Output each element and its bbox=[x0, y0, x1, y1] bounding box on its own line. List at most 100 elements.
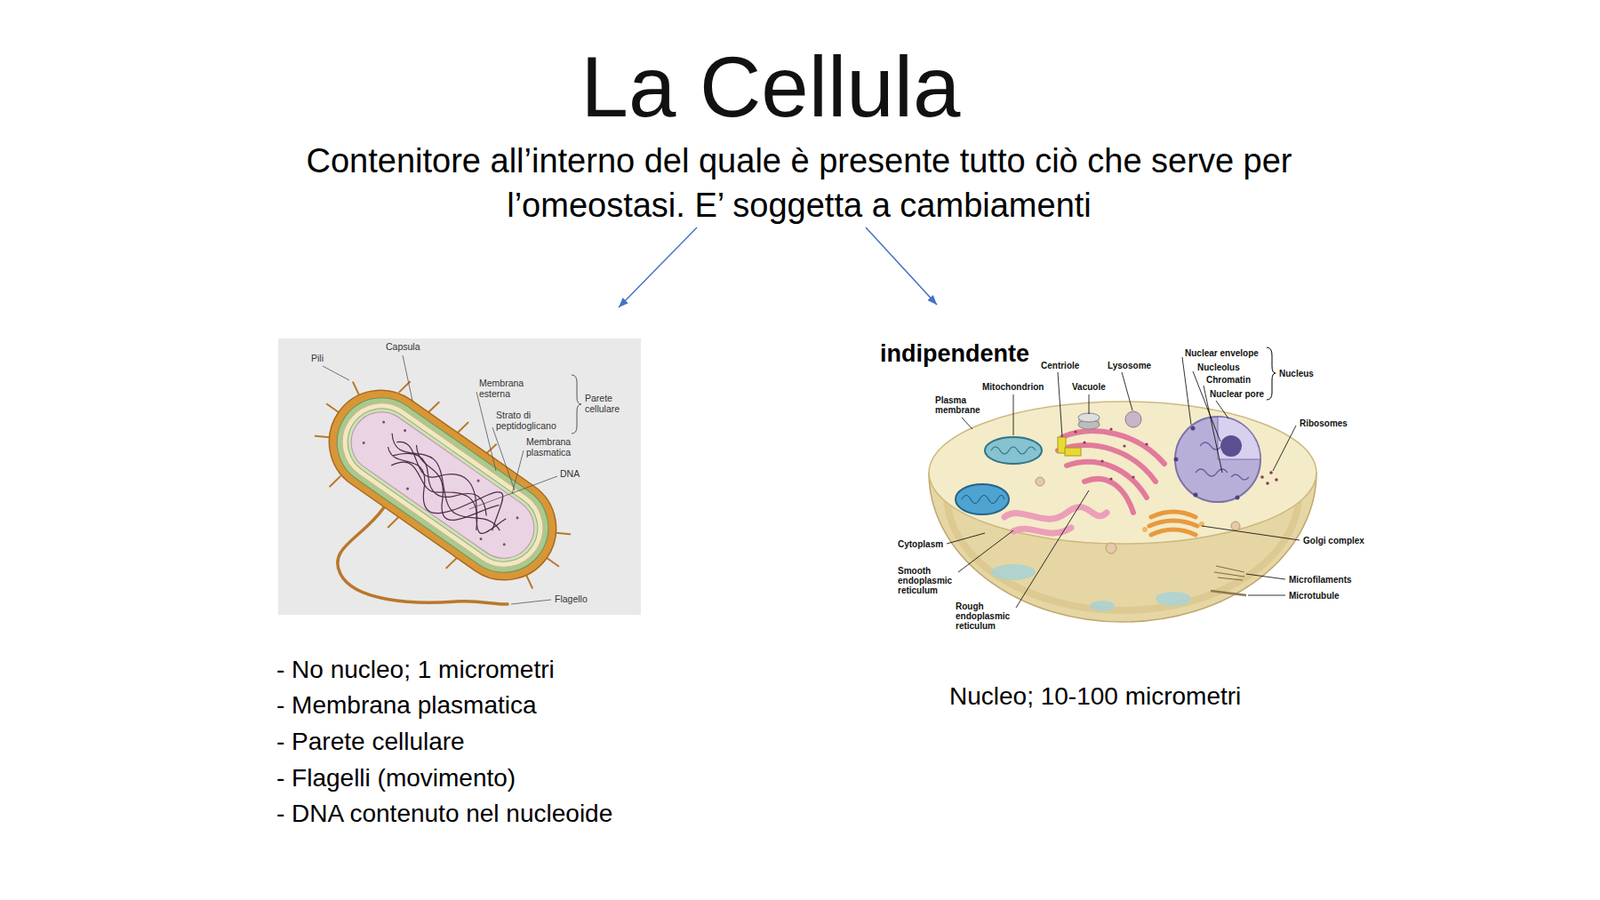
pilus bbox=[446, 556, 457, 570]
leader-line bbox=[1057, 372, 1063, 438]
subtitle-box: Contenitore all’interno del quale è pres… bbox=[248, 138, 1351, 228]
dna-strand bbox=[392, 445, 501, 540]
pilus bbox=[555, 527, 570, 541]
lysosome-shape bbox=[1125, 411, 1142, 428]
part-label: Parete cellulare bbox=[584, 393, 632, 416]
ribosome-dot bbox=[402, 428, 407, 432]
leader-line bbox=[961, 417, 973, 430]
leader-line bbox=[1013, 394, 1015, 436]
image-panel bbox=[278, 338, 641, 616]
dna-strand bbox=[389, 442, 494, 525]
leader-line bbox=[402, 355, 413, 401]
leader-line bbox=[1216, 400, 1229, 419]
ribosome-dot bbox=[382, 420, 386, 424]
eukaryote-panel: indipendenteCentrioleLysosomeNuclear env… bbox=[880, 304, 1378, 642]
mitochondrion-shape bbox=[955, 484, 1009, 515]
part-label: Nuclear envelope bbox=[1184, 348, 1259, 359]
ribosome-dot bbox=[1109, 427, 1112, 431]
leader-line bbox=[946, 357, 1300, 608]
leader-line bbox=[1203, 385, 1223, 473]
dna-strand bbox=[368, 422, 519, 552]
centriole-shape bbox=[1057, 437, 1081, 456]
vesicle-shape bbox=[1035, 477, 1240, 554]
leader-line bbox=[1272, 425, 1296, 472]
ribosome-dot bbox=[1131, 475, 1135, 479]
part-label: Strato di peptidoglicano bbox=[496, 410, 569, 432]
pilus bbox=[349, 382, 364, 396]
mitochondrion-shape bbox=[984, 437, 1042, 464]
pilus bbox=[327, 404, 339, 413]
bracket bbox=[1266, 347, 1276, 400]
capsule-layer bbox=[309, 369, 577, 600]
nucleus-shape bbox=[1175, 416, 1261, 503]
leader-line bbox=[1121, 372, 1133, 411]
dna-strand bbox=[375, 431, 512, 541]
cytoplasm-patch bbox=[991, 564, 1036, 581]
bullet-item: - DNA contenuto nel nucleoide bbox=[276, 799, 613, 830]
rough-er bbox=[1084, 479, 1134, 513]
part-label: Nucleolus bbox=[1197, 362, 1240, 373]
cytoplasm-patch bbox=[991, 564, 1192, 612]
microtubule-shape bbox=[1210, 591, 1247, 596]
slide-title: La Cellula bbox=[415, 44, 1127, 130]
golgi-complex-shape bbox=[1149, 520, 1198, 527]
smooth-er bbox=[1004, 507, 1107, 520]
vesicle-shape bbox=[1105, 543, 1117, 554]
part-label: Microfilaments bbox=[1288, 575, 1352, 585]
pilus bbox=[388, 515, 400, 529]
leader-line bbox=[1016, 490, 1089, 608]
golgi-complex-shape bbox=[1151, 512, 1196, 518]
part-label: Pili bbox=[311, 353, 324, 365]
leader-line bbox=[511, 600, 552, 605]
nucleus-shape bbox=[1174, 457, 1179, 463]
connector-arrow bbox=[865, 227, 937, 305]
ribosome-dot bbox=[1082, 440, 1086, 444]
part-label: Vacuole bbox=[1072, 382, 1106, 392]
leader-line bbox=[512, 450, 524, 495]
part-label: Plasma membrane bbox=[935, 395, 985, 416]
bullet-item: - Flagelli (movimento) bbox=[276, 763, 516, 794]
part-label: DNA bbox=[560, 469, 580, 480]
cytoplasm-patch bbox=[1089, 600, 1115, 612]
ribosome-dot bbox=[354, 412, 528, 554]
part-label: Flagello bbox=[554, 594, 588, 606]
ribosome-dot bbox=[1260, 475, 1264, 480]
ribosome-dot bbox=[479, 537, 483, 542]
pilus bbox=[457, 421, 469, 435]
leader-line bbox=[469, 476, 558, 510]
pilus bbox=[428, 400, 440, 415]
ribosome-dot bbox=[405, 487, 409, 491]
pilus bbox=[329, 474, 341, 488]
bacterium-body bbox=[288, 350, 596, 621]
part-label: Microtubule bbox=[1288, 591, 1340, 601]
ribosome-dot bbox=[1100, 459, 1104, 463]
nucleus-shape bbox=[1174, 416, 1262, 503]
nucleus-shape bbox=[1235, 496, 1240, 501]
microfilament-shape bbox=[1216, 566, 1245, 573]
leader-line bbox=[946, 533, 985, 544]
pilus bbox=[521, 575, 536, 589]
connector-arrow bbox=[618, 227, 697, 308]
microfilament-shape bbox=[1217, 577, 1243, 581]
pilus bbox=[546, 558, 559, 567]
nucleus-shape bbox=[1174, 426, 1240, 501]
leader-line bbox=[492, 427, 515, 491]
caption-text: Nucleo; 10-100 micrometri bbox=[949, 681, 1241, 712]
part-label: Mitochondrion bbox=[982, 382, 1044, 392]
vesicle-shape bbox=[1035, 477, 1045, 487]
part-label: Rough endoplasmic reticulum bbox=[955, 601, 1015, 632]
leader-line bbox=[1088, 394, 1090, 415]
leader-line bbox=[1201, 526, 1300, 541]
pilus bbox=[288, 350, 596, 621]
leader-line bbox=[958, 530, 1014, 573]
part-label: Membrana esterna bbox=[479, 378, 533, 400]
ribosome-dot bbox=[515, 516, 520, 520]
part-label: Centriole bbox=[1040, 360, 1080, 371]
ribosome-dot bbox=[476, 479, 480, 483]
ribosome-dot bbox=[1109, 477, 1112, 480]
leader-line bbox=[1182, 357, 1192, 425]
part-label: Capsula bbox=[385, 342, 421, 353]
